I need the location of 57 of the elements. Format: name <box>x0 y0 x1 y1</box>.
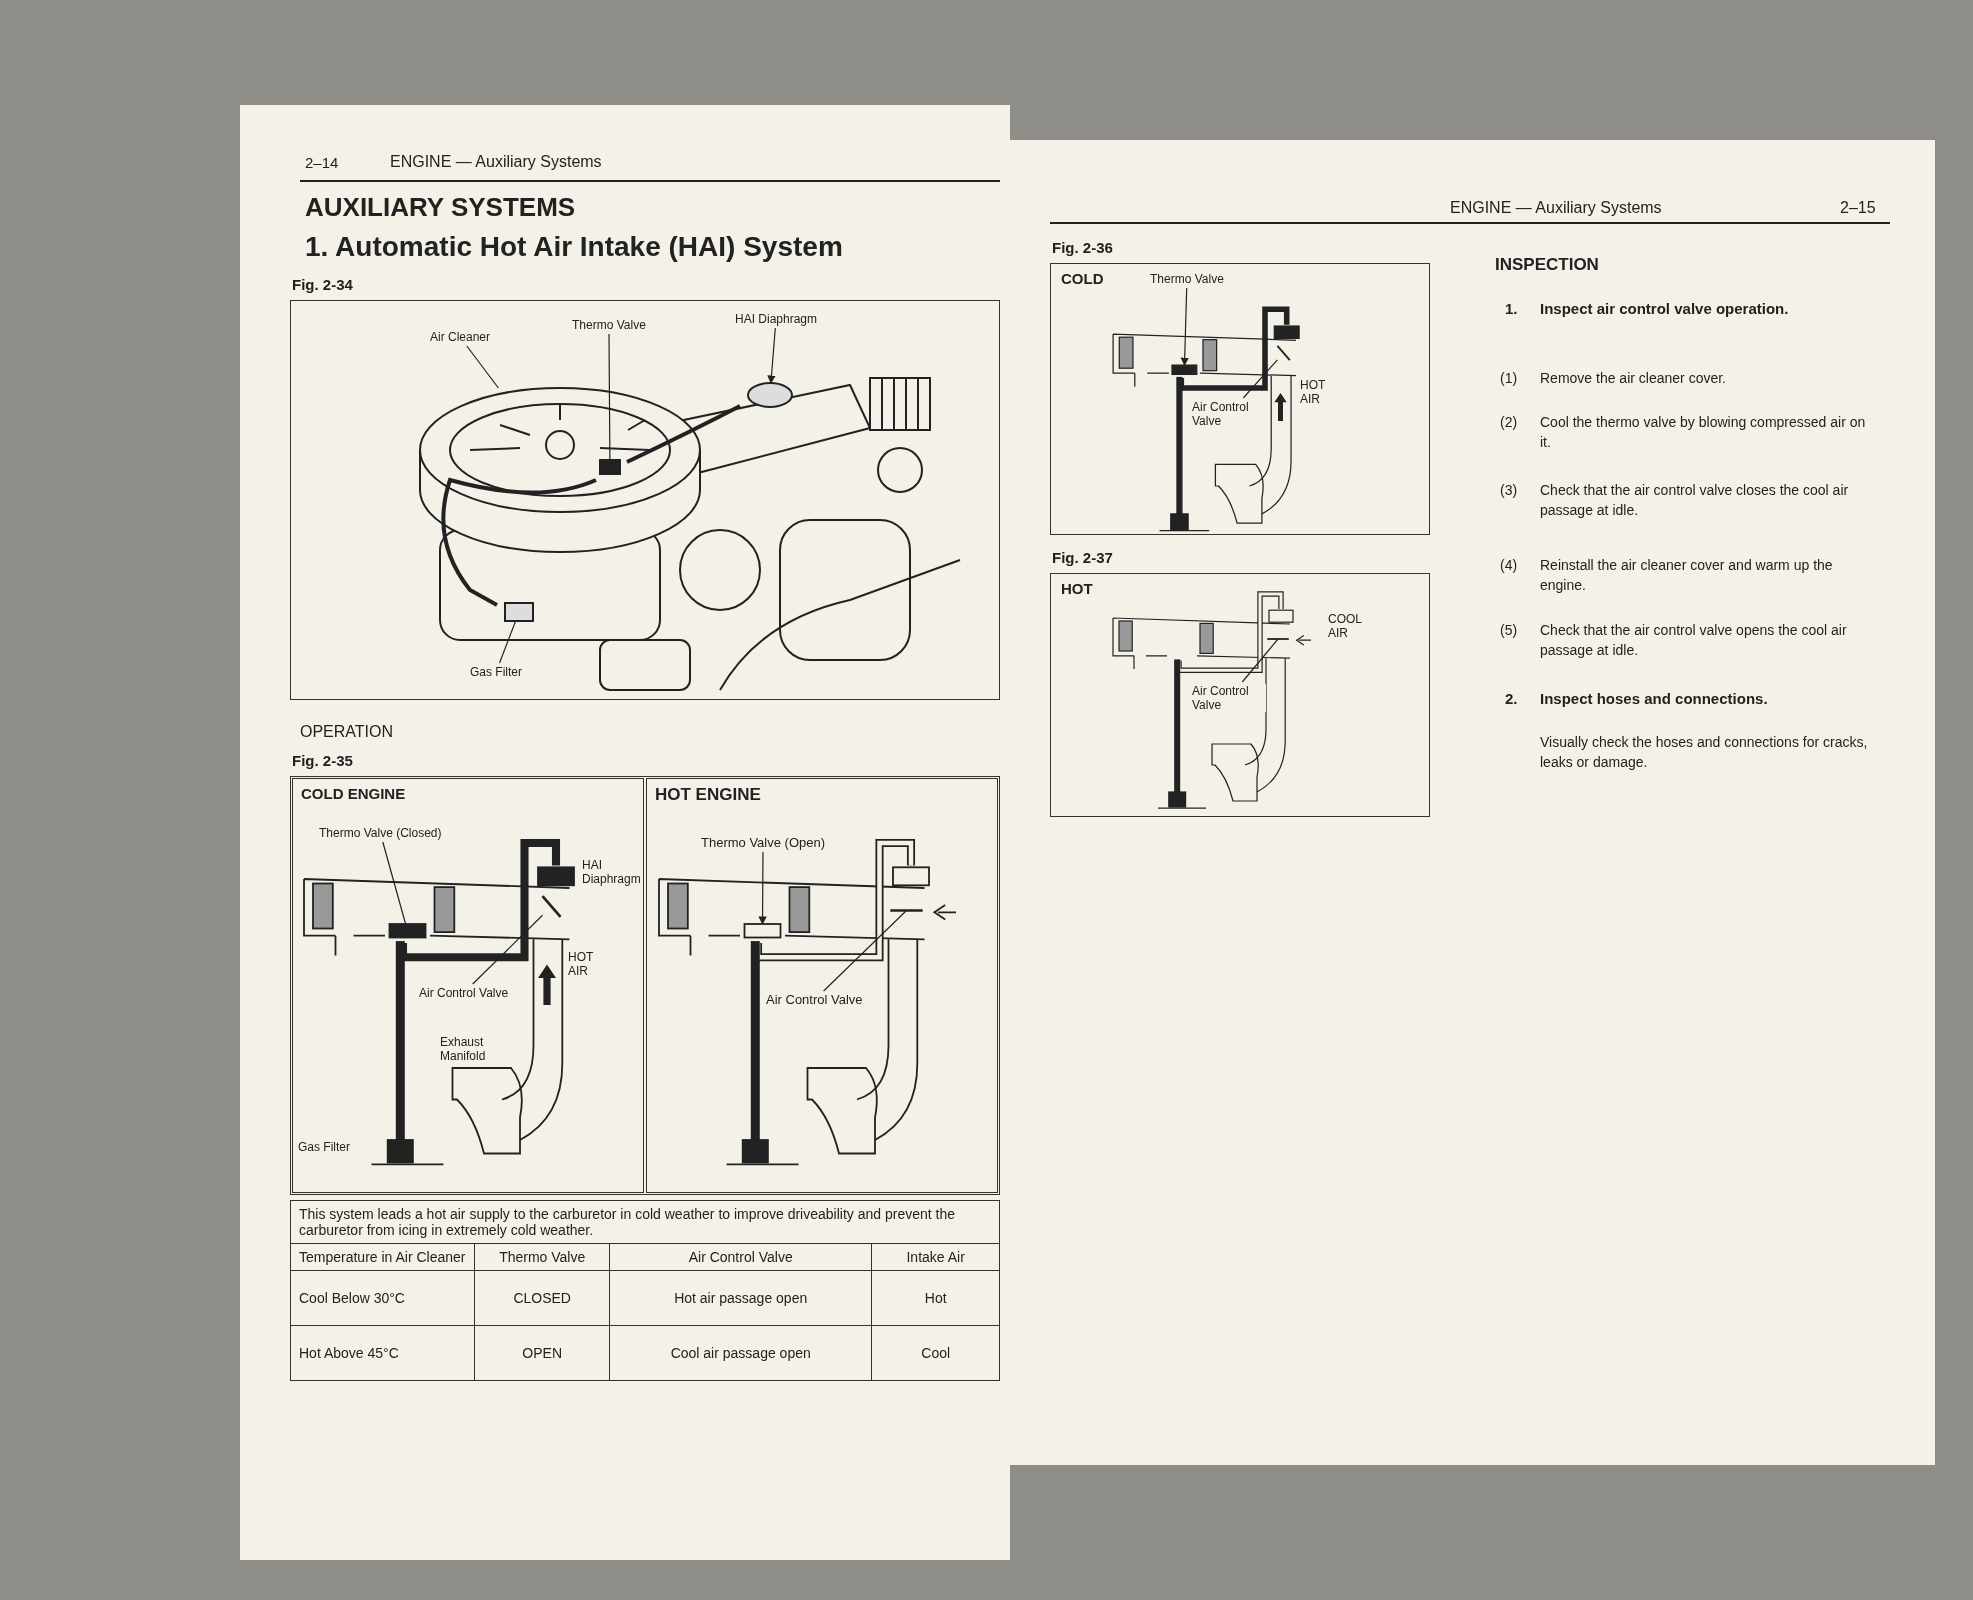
page-title: AUXILIARY SYSTEMS <box>305 192 576 223</box>
table-header: Thermo Valve <box>474 1243 610 1271</box>
gas-filter <box>504 602 534 622</box>
table-header: Air Control Valve <box>609 1243 872 1271</box>
part-label: Air Control Valve <box>1192 684 1266 712</box>
thermo-valve <box>388 923 427 939</box>
table-cell: CLOSED <box>474 1270 610 1326</box>
part-label: HAI Diaphragm <box>582 858 640 886</box>
leader-line <box>767 327 776 384</box>
figure-number: Fig. 2-34 <box>292 276 353 293</box>
part-label: HAI Diaphragm <box>735 312 818 326</box>
leader-line <box>1241 638 1279 683</box>
table-cell: Hot Above 45°C <box>290 1325 475 1381</box>
table-cell: This system leads a hot air supply to the carburetor in cold weather to improve driveability and prevent the carburetor from icing in extremely cold weather. <box>290 1200 1000 1244</box>
part-label: Thermo Valve <box>572 318 646 332</box>
leader-line <box>472 914 544 985</box>
part-label: Thermo Valve <box>1150 272 1224 286</box>
table-cell: Cool <box>871 1325 1000 1381</box>
part-label: Thermo Valve (Closed) <box>319 826 442 840</box>
leader-line <box>382 841 407 925</box>
part-label: Thermo Valve (Open) <box>701 836 826 850</box>
panel-heading: COLD <box>1061 270 1104 287</box>
diaphragm <box>747 382 793 408</box>
part-label: Air Control Valve <box>766 993 863 1007</box>
leader-line <box>1242 359 1278 399</box>
table-cell: Cool Below 30°C <box>290 1270 475 1326</box>
figure-number: Fig. 2-37 <box>1052 549 1113 566</box>
table-header: Intake Air <box>871 1243 1000 1271</box>
part-label: Gas Filter <box>470 665 522 679</box>
valve-flap <box>890 909 923 912</box>
figure-number: Fig. 2-35 <box>292 752 353 769</box>
table-cell: Cool air passage open <box>609 1325 872 1381</box>
table-cell: OPEN <box>474 1325 610 1381</box>
panel-heading: HOT <box>1061 580 1093 597</box>
panel-heading: HOT ENGINE <box>655 785 761 805</box>
thermo-valve <box>743 923 782 939</box>
leader-line <box>758 851 767 925</box>
table-header: Temperature in Air Cleaner <box>290 1243 475 1271</box>
leader-line <box>1180 287 1189 366</box>
table-cell: Hot <box>871 1270 1000 1326</box>
figure-panel <box>646 778 998 1193</box>
figure-number: Fig. 2-36 <box>1052 239 1113 256</box>
leader-line <box>823 909 908 992</box>
part-label: Air Control Valve <box>419 986 509 1000</box>
part-label: Air Cleaner <box>430 330 491 344</box>
air-cleaner <box>419 387 701 553</box>
figure-panel <box>292 778 644 1193</box>
table-cell: Hot air passage open <box>609 1270 872 1326</box>
panel-heading: COLD ENGINE <box>301 785 406 802</box>
leader-line <box>498 620 517 664</box>
leader-line <box>466 345 499 389</box>
thermo-valve <box>1171 364 1198 375</box>
leader-line <box>608 333 611 461</box>
valve-flap <box>1276 344 1291 362</box>
valve-flap <box>541 895 562 918</box>
thermo-valve <box>599 459 621 475</box>
part-label: Gas Filter <box>298 1140 350 1154</box>
